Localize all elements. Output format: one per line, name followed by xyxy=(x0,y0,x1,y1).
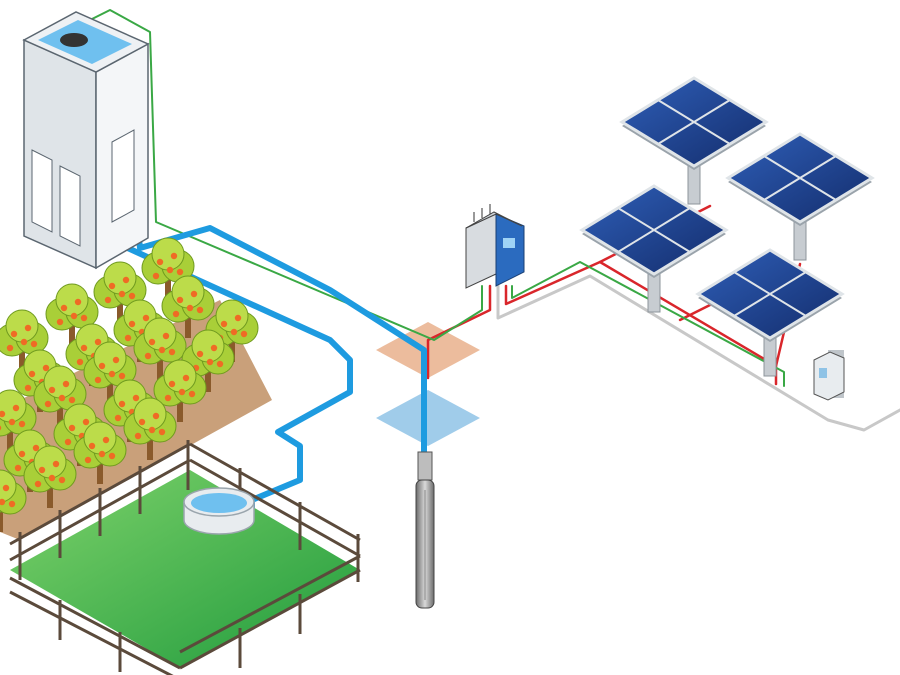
tree-icon xyxy=(123,397,177,460)
ground-cable xyxy=(496,274,900,432)
pasture xyxy=(9,440,361,675)
tree-icon xyxy=(0,389,37,452)
tree-icon xyxy=(0,469,27,532)
aquifer-layer-marker xyxy=(376,390,480,446)
fence-icon xyxy=(9,440,361,675)
solar-panel-icon xyxy=(619,76,769,205)
tree-icon xyxy=(93,261,147,324)
controller-icon xyxy=(465,204,525,289)
tree-icon xyxy=(153,359,207,422)
solar-panel-icon xyxy=(579,184,729,313)
orchard xyxy=(0,237,259,532)
tree-icon xyxy=(73,421,127,484)
tree-icon xyxy=(161,275,215,338)
tree-icon xyxy=(133,317,187,380)
signal-cable-tower xyxy=(89,9,483,341)
tree-icon xyxy=(141,237,195,300)
switch-box-icon xyxy=(813,350,845,401)
pump-icon xyxy=(415,451,435,609)
tree-icon xyxy=(33,365,87,428)
tree-icon xyxy=(45,283,99,346)
tree-icon xyxy=(83,341,137,404)
trough-icon xyxy=(183,487,255,535)
solar-panel-icon xyxy=(695,248,845,377)
water-tower-icon xyxy=(22,11,150,270)
solar-panel-icon xyxy=(725,132,875,261)
solar-array xyxy=(579,76,875,377)
tree-icon xyxy=(0,309,49,372)
signal-cable-solar xyxy=(511,261,785,387)
tree-icon xyxy=(23,445,77,508)
tower-outlet-pipe xyxy=(97,147,353,513)
